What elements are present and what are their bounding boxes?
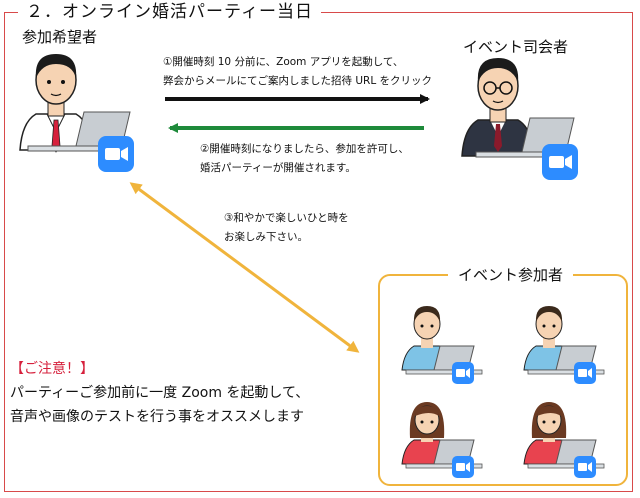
participant-woman-2 xyxy=(523,402,605,478)
step-2-text: ②開催時刻になりましたら、参加を許可し、 婚活パーティーが開催されます。 xyxy=(200,140,409,178)
step-1-text: ①開催時刻 10 分前に、Zoom アプリを起動して、 弊会からメールにてご案内… xyxy=(163,53,432,91)
zoom-camera-icon xyxy=(574,362,596,384)
zoom-camera-icon xyxy=(98,136,134,172)
enjoy-arrow xyxy=(129,182,360,353)
section-title: ２．オンライン婚活パーティー当日 xyxy=(18,0,321,24)
participant-man-2 xyxy=(523,306,605,384)
notice-line-1: パーティーご参加前に一度 Zoom を起動して、 xyxy=(10,385,310,401)
notice-block: 【ご注意！】 パーティーご参加前に一度 Zoom を起動して、 音声や画像のテス… xyxy=(10,357,309,429)
participant-woman-1 xyxy=(401,402,483,478)
applicant-label: 参加希望者 xyxy=(22,28,98,46)
notice-title: 【ご注意！】 xyxy=(10,361,94,377)
step-1-line-1: ①開催時刻 10 分前に、Zoom アプリを起動して、 xyxy=(163,56,404,68)
zoom-camera-icon xyxy=(452,362,474,384)
zoom-camera-icon xyxy=(452,456,474,478)
notice-line-2: 音声や画像のテストを行う事をオススメします xyxy=(10,409,304,425)
step-2-line-2: 婚活パーティーが開催されます。 xyxy=(200,162,356,174)
participant-man-1 xyxy=(401,306,483,384)
zoom-camera-icon xyxy=(542,144,578,180)
applicant-illustration xyxy=(19,54,134,172)
host-label: イベント司会者 xyxy=(463,38,569,56)
step-1-line-2: 弊会からメールにてご案内しました招待 URL をクリック xyxy=(163,75,433,87)
step-2-line-1: ②開催時刻になりましたら、参加を許可し、 xyxy=(200,143,409,155)
participants-label: イベント参加者 xyxy=(448,264,574,285)
person-icon xyxy=(461,58,535,157)
host-illustration xyxy=(461,58,578,180)
zoom-camera-icon xyxy=(574,456,596,478)
